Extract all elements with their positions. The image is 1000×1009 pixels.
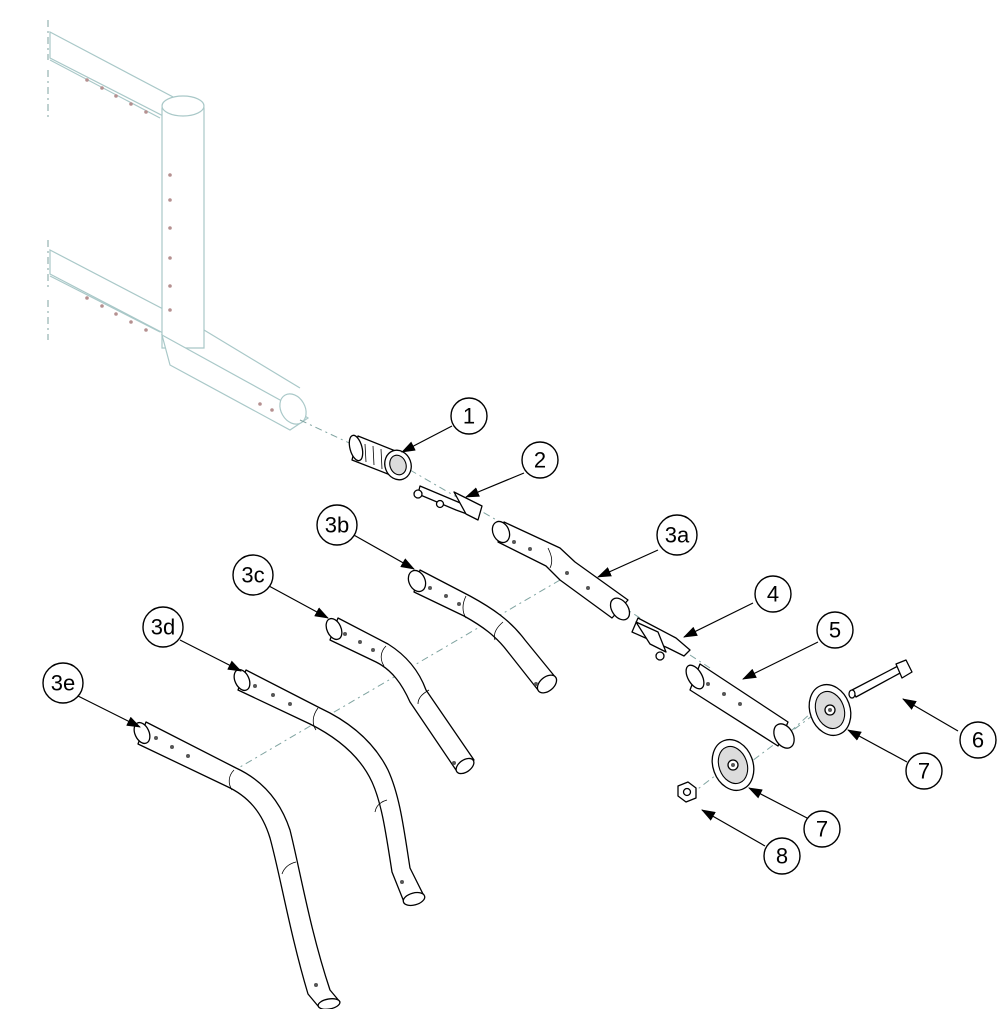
part-8-nut [677,781,697,803]
callout-3e-label: 3e [51,671,75,696]
callout-3d: 3d [142,606,184,648]
callout-7-lower: 7 [803,810,841,848]
callout-3d-label: 3d [151,615,175,640]
callout-3e: 3e [42,662,84,704]
callout-3b: 3b [316,504,358,546]
part-2-clamp [413,485,483,521]
callout-5-label: 5 [829,618,841,643]
callout-2-label: 2 [534,448,546,473]
callout-3a: 3a [656,514,698,556]
callout-3b-label: 3b [325,513,349,538]
leader-lines [77,425,959,847]
wheelchair-frame [47,20,310,431]
callout-6-label: 6 [972,728,984,753]
callout-4: 4 [754,575,792,613]
part-1-sleeve-insert [348,434,412,481]
part-3b-extension-tube [407,569,558,694]
callout-8-label: 8 [776,844,788,869]
callout-1: 1 [450,397,488,435]
part-4-clamp [631,617,691,661]
callout-5: 5 [816,611,854,649]
part-3e-extension-tube [133,721,341,1009]
callout-4-label: 4 [767,582,779,607]
callout-3c-label: 3c [241,563,264,588]
callout-7-upper: 7 [905,752,943,790]
callout-1-label: 1 [463,404,475,429]
part-3a-extension-tube [491,520,631,621]
part-6-bolt [848,659,913,699]
part-3d-extension-tube [233,668,426,907]
part-3c-extension-tube [325,617,475,775]
callout-7-upper-label: 7 [918,759,930,784]
part-7-wheel-right [808,683,852,737]
callout-3a-label: 3a [665,523,690,548]
part-5-caster-tube [685,663,795,749]
callout-7-lower-label: 7 [816,817,828,842]
callout-6: 6 [959,721,997,759]
assembly-center-lines [234,419,813,796]
part-7-wheel-lower [711,738,755,792]
callout-8: 8 [763,837,801,875]
callout-3c: 3c [232,554,274,596]
callout-2: 2 [521,441,559,479]
